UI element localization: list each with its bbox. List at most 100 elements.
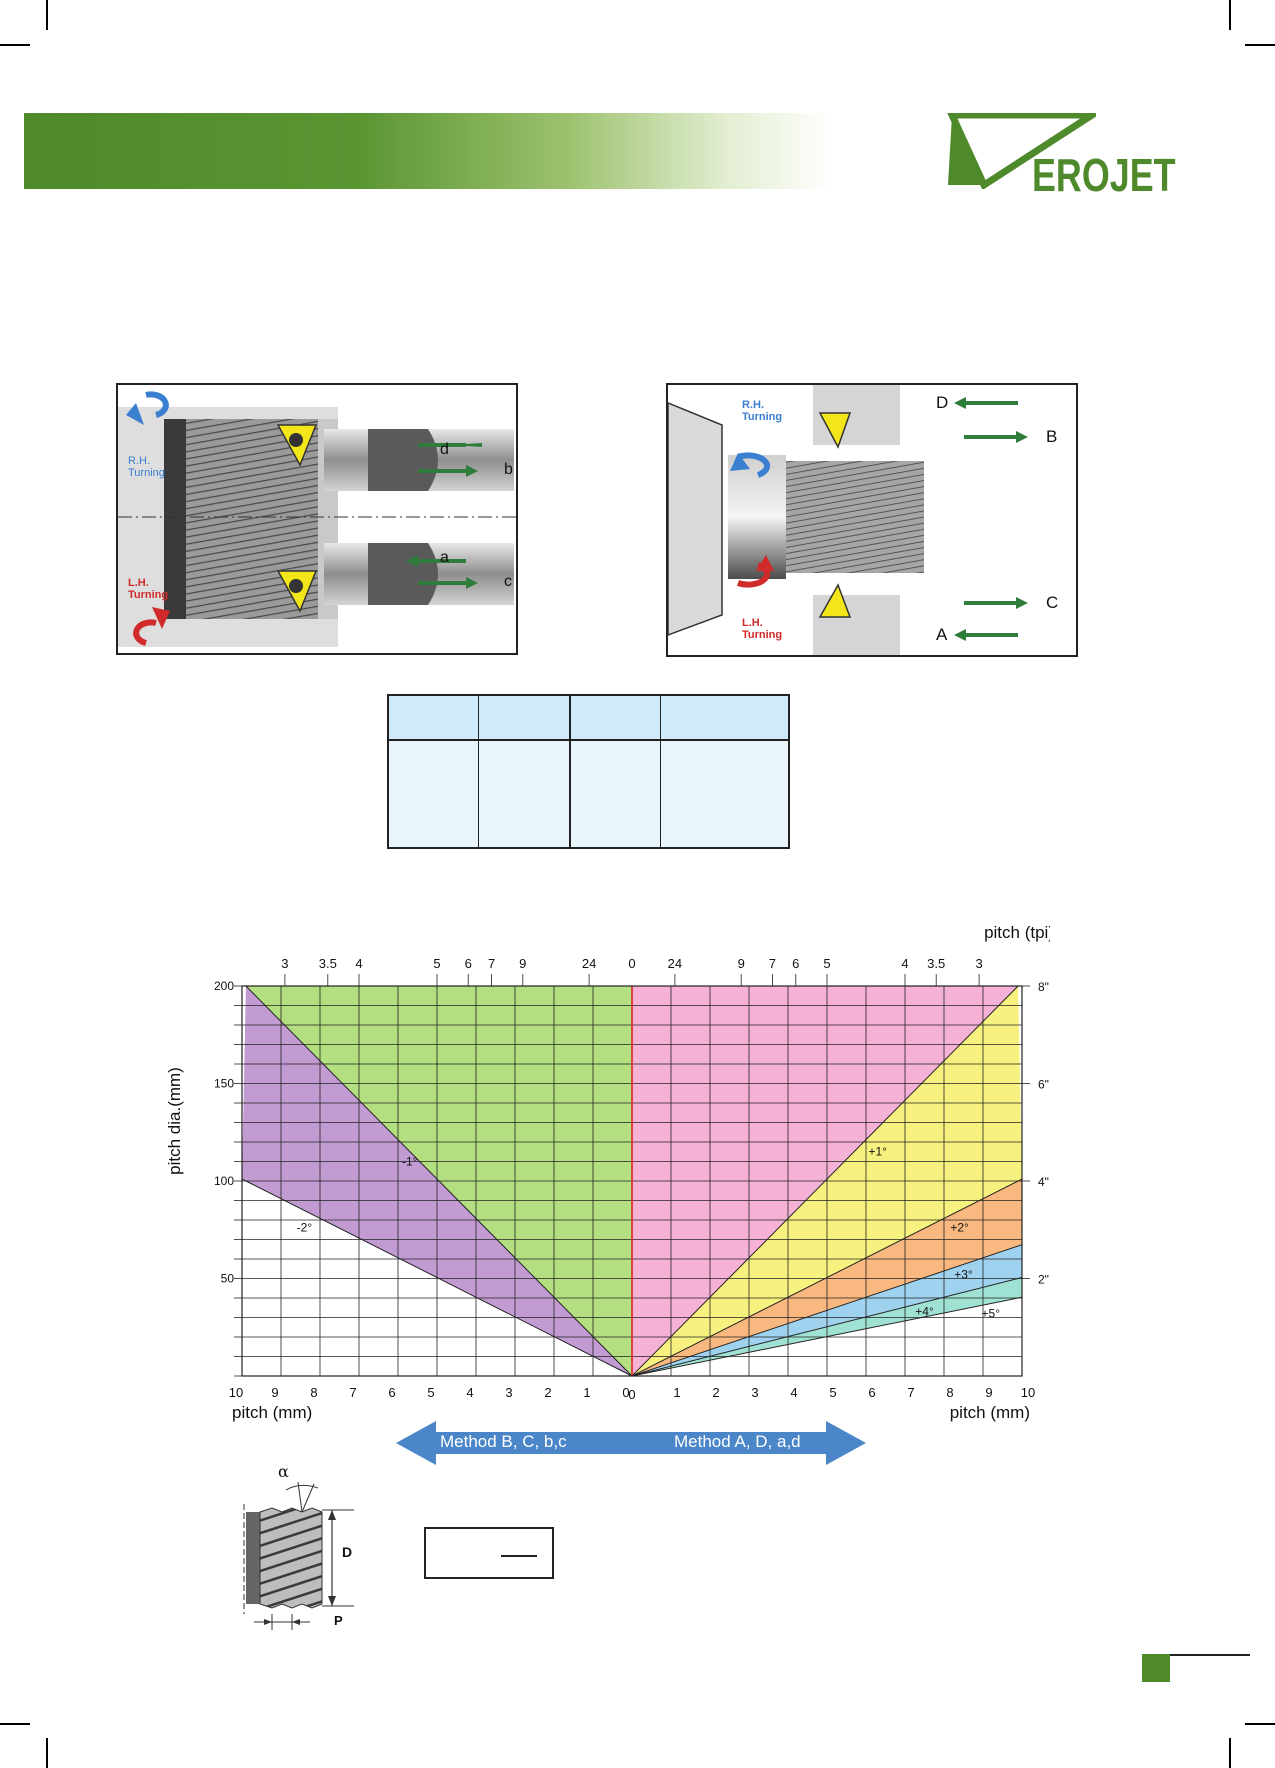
tpi-tick-label: 6 — [465, 956, 472, 971]
x-tick-label: 3 — [751, 1385, 758, 1400]
x-tick-label: 1 — [673, 1385, 680, 1400]
helix-line — [245, 985, 633, 1377]
x-tick-label: 4 — [790, 1385, 797, 1400]
arrow-label-A: A — [936, 625, 948, 644]
tpi-tick-label: 9 — [738, 956, 745, 971]
helix-line — [631, 985, 1019, 1377]
lh-turning-label: L.H.Turning — [128, 577, 169, 601]
column-divider — [569, 696, 571, 847]
tpi-tick-label: 7 — [488, 956, 495, 971]
helix-label: +3° — [954, 1268, 973, 1282]
crop-mark — [1245, 1723, 1275, 1725]
x-tick-label: 8 — [946, 1385, 953, 1400]
helix-label: +5° — [982, 1307, 1001, 1321]
x-tick-label: 6 — [868, 1385, 875, 1400]
x-tick-label: 10 — [1021, 1385, 1035, 1400]
external-threading-figure: R.H.Turning L.H.Turning D B C A — [666, 383, 1078, 657]
crop-mark — [0, 1723, 30, 1725]
thread-profile-diagram — [243, 1481, 354, 1630]
crop-mark — [1229, 1738, 1231, 1768]
tpi-tick-label: 3 — [281, 956, 288, 971]
method-right-label: Method A, D, a,d — [674, 1432, 801, 1451]
x-axis-label-left: pitch (mm) — [232, 1403, 312, 1422]
x-tick-label: 7 — [907, 1385, 914, 1400]
y-tick-label: 50 — [221, 1272, 235, 1286]
x-tick-label: 0 — [622, 1385, 629, 1400]
helix-line — [631, 1296, 1023, 1377]
helix-line — [631, 1277, 1023, 1377]
crop-mark — [46, 1738, 48, 1768]
helix-label: -1° — [402, 1154, 418, 1168]
pitch-label: P — [334, 1613, 343, 1628]
brand-name: EROJET — [1032, 149, 1176, 201]
internal-threading-figure: R.H.Turning L.H.Turning d b a c — [116, 383, 518, 655]
tpi-tick-label: 3 — [975, 956, 982, 971]
y-tick-label: 200 — [214, 979, 234, 993]
helix-label: +2° — [950, 1221, 969, 1235]
formula-box — [424, 1527, 554, 1579]
tpi-tick-label: 7 — [769, 956, 776, 971]
x-axis-label-right: pitch (mm) — [950, 1403, 1030, 1422]
arrow-label-d: d — [440, 441, 449, 458]
tpi-tick-label: 4 — [355, 956, 362, 971]
arrow-label-D: D — [936, 393, 949, 412]
page-number-box — [1142, 1654, 1170, 1682]
x-tick-label: 2 — [712, 1385, 719, 1400]
column-divider — [660, 696, 661, 847]
arrow-label-c: c — [504, 573, 512, 590]
y-tick-label: 100 — [214, 1174, 234, 1188]
inch-tick-label: 8" — [1038, 980, 1049, 994]
helix-line — [631, 1244, 1023, 1377]
header-banner — [24, 113, 904, 189]
x-tick-label: 6 — [388, 1385, 395, 1400]
crop-mark — [1245, 44, 1275, 46]
rh-turning-label: R.H.Turning — [128, 455, 165, 479]
x-tick-label: 3 — [505, 1385, 512, 1400]
lh-turning-label: L.H.Turning — [742, 617, 783, 641]
method-left-label: Method B, C, b,c — [440, 1432, 567, 1451]
table-header — [389, 696, 788, 741]
tpi-tick-label: 3.5 — [319, 956, 337, 971]
tpi-tick-label: 6 — [792, 956, 799, 971]
alpha-label: α — [278, 1462, 289, 1481]
x-tick-label: 4 — [466, 1385, 473, 1400]
x-tick-label: 5 — [427, 1385, 434, 1400]
y-tick-label: 150 — [214, 1077, 234, 1091]
method-double-arrow-icon — [396, 1421, 866, 1465]
tpi-tick-label: 0 — [628, 956, 635, 971]
crop-mark — [46, 0, 48, 30]
helix-label: +1° — [868, 1145, 887, 1159]
x-tick-label: 1 — [583, 1385, 590, 1400]
inch-tick-label: 4" — [1038, 1175, 1049, 1189]
footer-rule — [1170, 1654, 1250, 1656]
rh-turning-label: R.H.Turning — [742, 399, 783, 423]
helix-label: -2° — [297, 1221, 313, 1235]
x-tick-label: 0 — [628, 1387, 635, 1402]
data-table — [387, 694, 790, 849]
x-tick-label: 10 — [229, 1385, 243, 1400]
x-tick-label: 5 — [829, 1385, 836, 1400]
tpi-tick-label: 3.5 — [927, 956, 945, 971]
arrow-label-C: C — [1046, 593, 1059, 612]
arrow-label-B: B — [1046, 427, 1058, 446]
brand-logo-icon — [947, 113, 1096, 189]
helix-line — [241, 1178, 633, 1377]
helix-label: +4° — [915, 1305, 934, 1319]
tpi-tick-label: 5 — [823, 956, 830, 971]
inch-tick-label: 2" — [1038, 1273, 1049, 1287]
x-tick-label: 9 — [985, 1385, 992, 1400]
column-divider — [478, 696, 479, 847]
tpi-tick-label: 24 — [668, 956, 682, 971]
top-axis-label: pitch (tpi) — [984, 923, 1050, 942]
x-tick-label: 9 — [271, 1385, 278, 1400]
x-tick-label: 7 — [349, 1385, 356, 1400]
crop-mark — [1229, 0, 1231, 30]
tpi-tick-label: 9 — [519, 956, 526, 971]
inch-tick-label: 6" — [1038, 1078, 1049, 1092]
arrow-label-a: a — [440, 549, 449, 566]
crop-mark — [0, 44, 30, 46]
tpi-tick-label: 4 — [901, 956, 908, 971]
x-tick-label: 2 — [544, 1385, 551, 1400]
tpi-tick-label: 24 — [582, 956, 596, 971]
